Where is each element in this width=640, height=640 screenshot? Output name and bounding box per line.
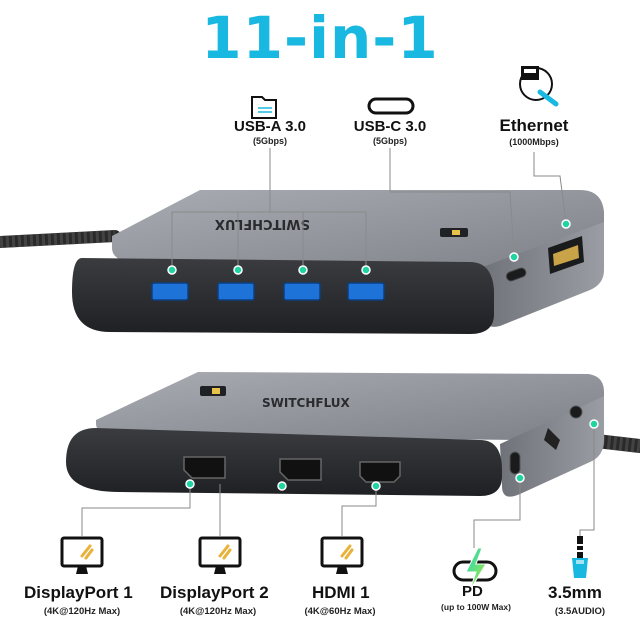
hdmi-1-spec: (4K@60Hz Max) bbox=[304, 606, 376, 617]
displayport-1-label: DisplayPort 1 bbox=[24, 583, 133, 602]
usb-a-ports bbox=[151, 282, 385, 301]
ethernet-label: Ethernet bbox=[499, 116, 569, 135]
bottom-hub: SWITCHFLUX bbox=[66, 372, 640, 497]
power-delivery-icon bbox=[452, 547, 498, 591]
hub-front-face bbox=[72, 258, 494, 334]
pd-spec: (up to 100W Max) bbox=[441, 602, 511, 612]
audio-spec: (3.5AUDIO) bbox=[554, 606, 606, 617]
usb-a-spec: (5Gbps) bbox=[252, 136, 287, 146]
usb-c-spec: (5Gbps) bbox=[372, 136, 407, 146]
displayport-ports bbox=[183, 456, 322, 481]
audio-jack-icon bbox=[572, 536, 588, 578]
monitor-icon bbox=[60, 536, 104, 574]
brand-logo: SWITCHFLUX bbox=[262, 396, 351, 410]
top-hub: SWITCHFLUX bbox=[0, 190, 604, 334]
hdmi-1-label: HDMI 1 bbox=[312, 583, 370, 602]
displayport-1-spec: (4K@120Hz Max) bbox=[43, 606, 121, 617]
monitor-icon bbox=[320, 536, 364, 574]
ethernet-cable-icon bbox=[519, 66, 559, 107]
connector-dots-top bbox=[167, 219, 571, 275]
pd-port bbox=[509, 451, 521, 475]
hdmi-port bbox=[359, 461, 401, 483]
usb-folder-icon bbox=[251, 96, 277, 119]
usb-c-port bbox=[506, 267, 527, 282]
usb-c-icon bbox=[367, 97, 415, 115]
connector-lines-bottom bbox=[81, 424, 595, 548]
displayport-2-spec: (4K@120Hz Max) bbox=[179, 606, 257, 617]
ethernet-spec: (1000Mbps) bbox=[509, 137, 559, 147]
connector-lines-top bbox=[171, 148, 567, 268]
hub-top-surface bbox=[96, 372, 604, 440]
audio-port bbox=[569, 405, 583, 419]
connector-dots-bottom bbox=[185, 419, 599, 491]
usb-c-label: USB-C 3.0 bbox=[353, 118, 427, 135]
usb-a-label: USB-A 3.0 bbox=[234, 118, 306, 135]
monitor-icon bbox=[198, 536, 242, 574]
audio-label: 3.5mm bbox=[548, 583, 602, 602]
page-title: 11-in-1 bbox=[201, 4, 439, 72]
hub-top-surface bbox=[112, 190, 604, 274]
displayport-2-label: DisplayPort 2 bbox=[160, 583, 269, 602]
pd-label: PD bbox=[462, 583, 483, 600]
brand-logo: SWITCHFLUX bbox=[215, 216, 310, 231]
